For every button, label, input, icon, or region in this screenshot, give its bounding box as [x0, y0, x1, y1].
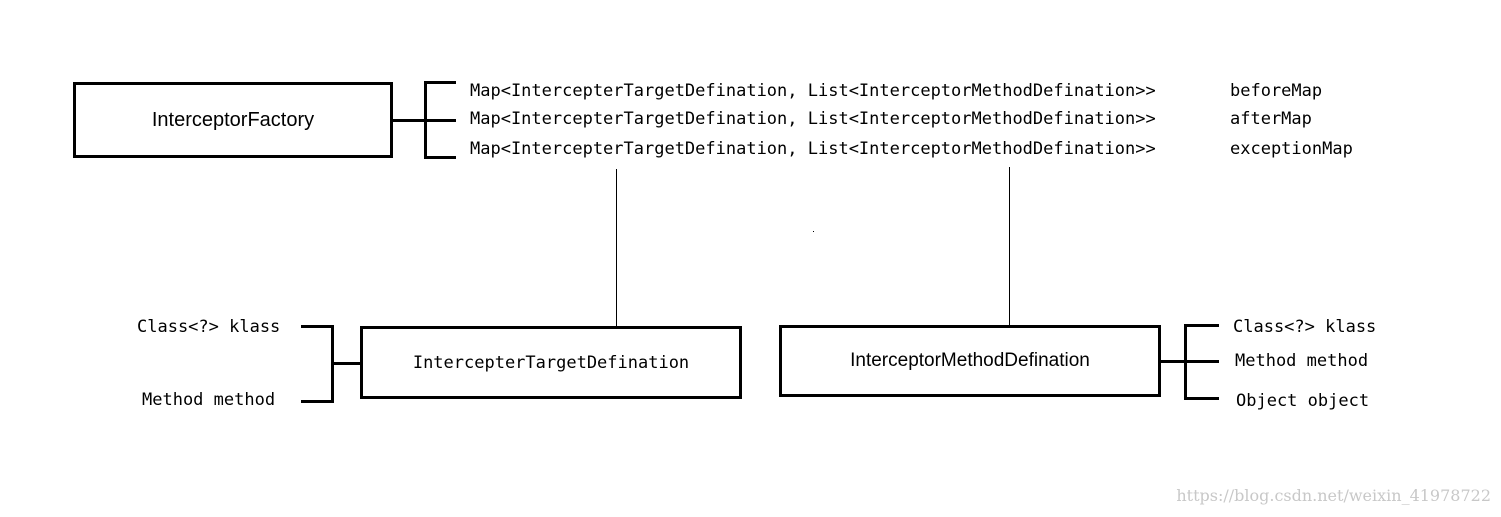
target-field: Method method	[142, 390, 276, 410]
method-bracket-tick-1	[1184, 324, 1219, 327]
factory-bracket-tick-1	[424, 81, 456, 84]
target-field: Class<?> klass	[137, 317, 281, 337]
target-bracket-vertical	[331, 325, 334, 403]
target-association-line	[616, 169, 617, 327]
method-bracket-tick-2	[1184, 360, 1219, 363]
interceptor-factory-box: InterceptorFactory	[73, 82, 393, 158]
watermark-text: https://blog.csdn.net/weixin_41978722	[1176, 486, 1491, 505]
target-bracket-tick-1	[301, 325, 334, 328]
factory-bracket-tick-2	[424, 119, 456, 122]
factory-field-name: afterMap	[1230, 109, 1312, 129]
interceptor-factory-label: InterceptorFactory	[151, 108, 315, 131]
factory-field-name: beforeMap	[1230, 81, 1323, 101]
intercepter-target-label: IntercepterTargetDefination	[412, 352, 690, 373]
interceptor-method-box: InterceptorMethodDefination	[779, 325, 1161, 397]
method-field: Object object	[1236, 391, 1370, 411]
stray-dot	[813, 231, 814, 232]
method-field: Class<?> klass	[1233, 317, 1377, 337]
target-connector-line	[333, 362, 360, 365]
interceptor-method-label: InterceptorMethodDefination	[850, 350, 1090, 371]
factory-connector-line	[393, 119, 426, 122]
intercepter-target-box: IntercepterTargetDefination	[360, 326, 742, 399]
method-bracket-tick-3	[1184, 397, 1219, 400]
factory-bracket-tick-3	[424, 156, 456, 159]
target-bracket-tick-2	[301, 400, 334, 403]
method-association-line	[1009, 167, 1010, 326]
factory-field-name: exceptionMap	[1230, 139, 1353, 159]
factory-field-type: Map<IntercepterTargetDefination, List<In…	[470, 81, 1156, 101]
method-connector-line	[1161, 360, 1187, 363]
method-field: Method method	[1235, 351, 1369, 371]
factory-field-type: Map<IntercepterTargetDefination, List<In…	[470, 139, 1156, 159]
factory-field-type: Map<IntercepterTargetDefination, List<In…	[470, 109, 1156, 129]
